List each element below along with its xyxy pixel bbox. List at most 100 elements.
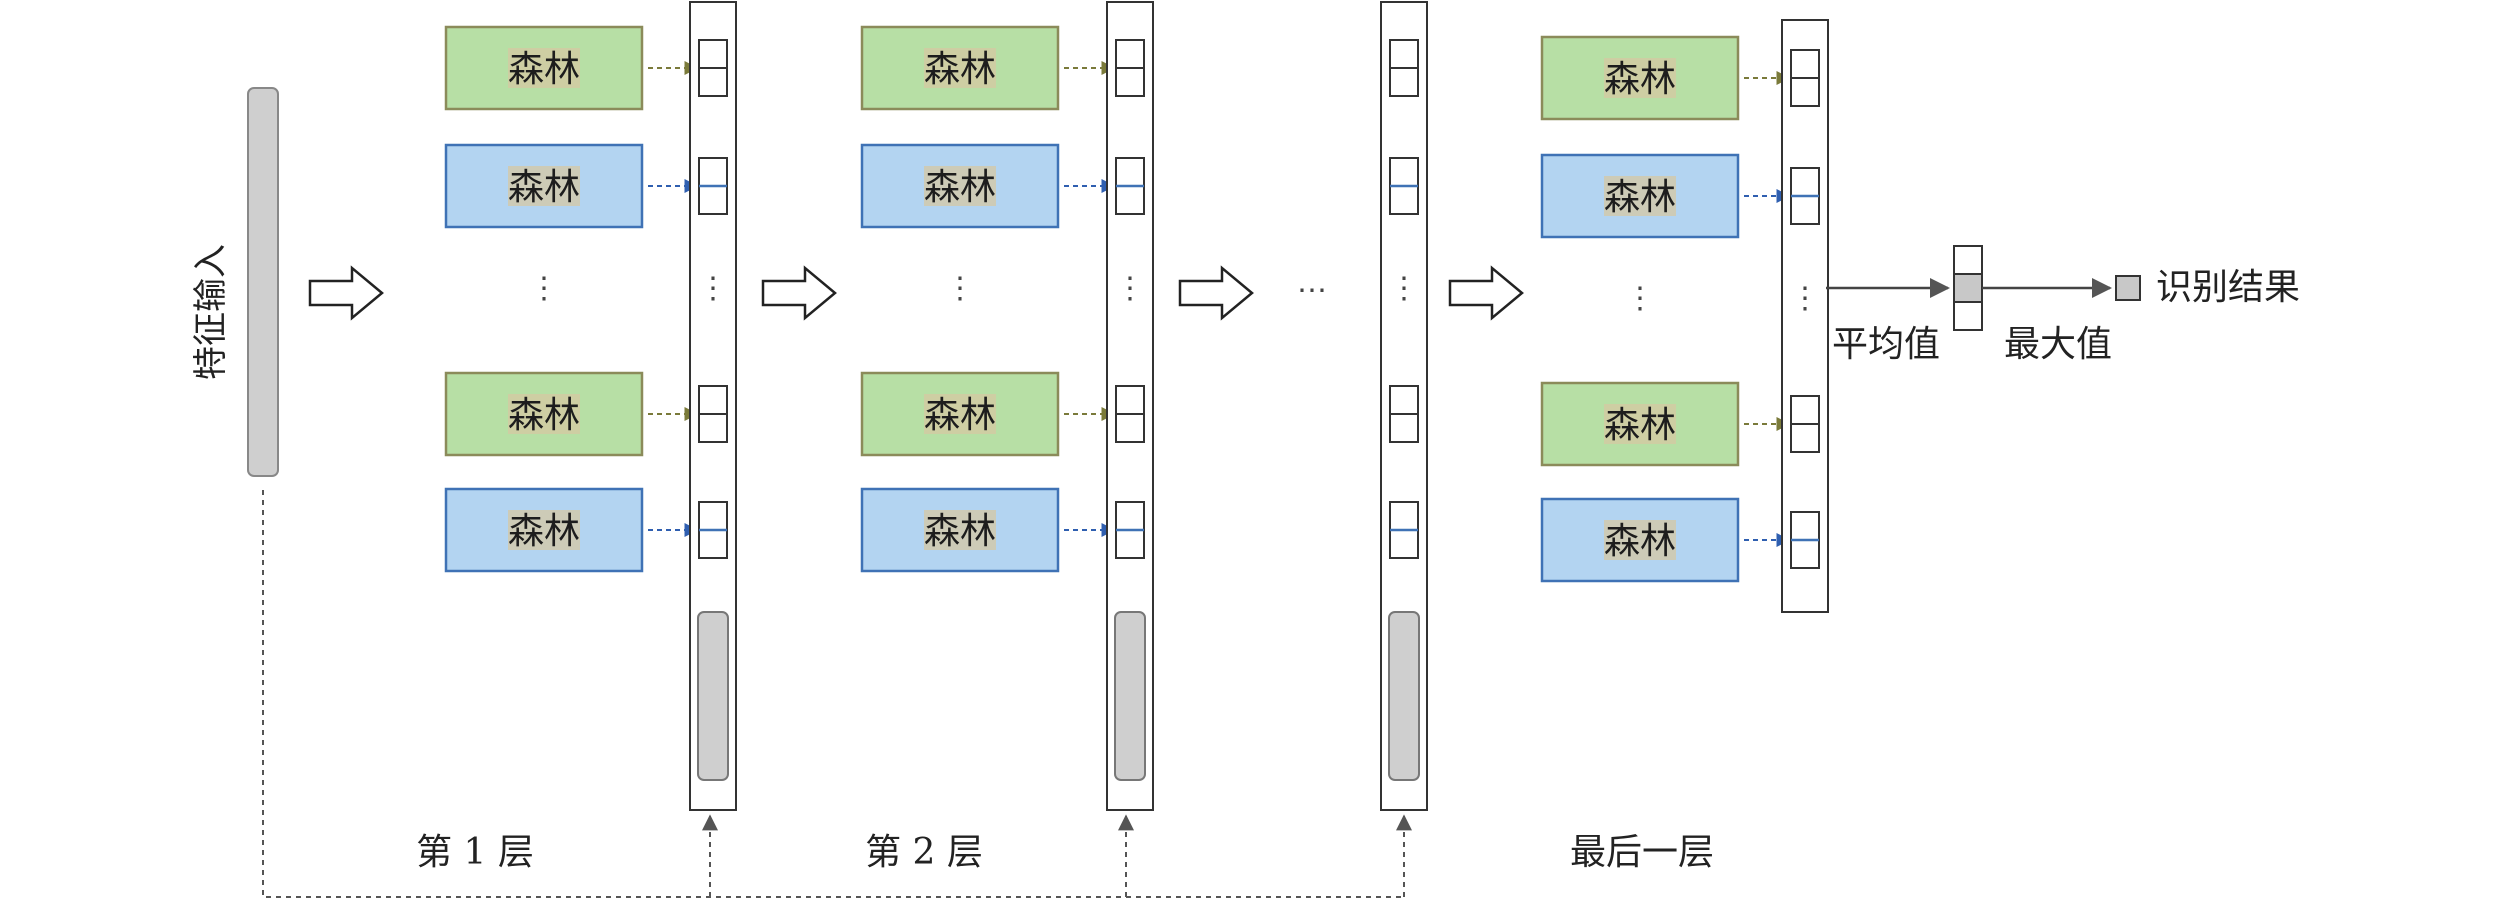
forest-label-highlight xyxy=(508,166,580,206)
class-vector-cell xyxy=(1115,413,1145,443)
class-vector-cell xyxy=(1790,167,1820,197)
forest-label: 森林 xyxy=(1604,521,1676,562)
hollow-arrow-2 xyxy=(761,265,837,321)
class-vector-cell xyxy=(1790,395,1820,425)
forest-3: 森林 xyxy=(860,371,1060,457)
forest-label: 森林 xyxy=(508,395,580,436)
class-vector-1 xyxy=(1389,39,1419,97)
class-vector-cell xyxy=(1115,157,1145,187)
class-vector-3 xyxy=(1389,385,1419,443)
forest-3: 森林 xyxy=(1540,381,1740,467)
avg-vector-top xyxy=(1953,245,1983,275)
class-vector-cell xyxy=(698,385,728,415)
forest-label-highlight xyxy=(508,394,580,434)
result-label: 识别结果 xyxy=(2156,267,2300,308)
class-vector-cell xyxy=(1115,185,1145,215)
forest-label: 森林 xyxy=(924,167,996,208)
class-vector-2 xyxy=(1790,167,1820,225)
class-vector-cell xyxy=(1790,77,1820,107)
class-vector-2 xyxy=(1389,157,1419,215)
forest-4: 森林 xyxy=(444,487,644,573)
forest-label: 森林 xyxy=(924,49,996,90)
class-vector-3 xyxy=(1790,395,1820,453)
class-vector-4 xyxy=(698,501,728,559)
class-vector-cell xyxy=(1790,195,1820,225)
forest-label-highlight xyxy=(1604,520,1676,560)
concat-column xyxy=(689,1,737,811)
aggregation-section xyxy=(1826,245,2141,331)
class-vector-cell xyxy=(1115,39,1145,69)
between-layers-ellipsis: ⋯ xyxy=(1297,273,1327,308)
forest-label-highlight xyxy=(508,510,580,550)
forest-1: 森林 xyxy=(860,25,1060,111)
class-vector-cell xyxy=(1790,423,1820,453)
forest-ellipsis: ⋮ xyxy=(529,271,559,306)
class-vector-4 xyxy=(1115,501,1145,559)
class-vector-cell xyxy=(1389,157,1419,187)
class-vector-cell xyxy=(1389,67,1419,97)
forest-label-highlight xyxy=(1604,404,1676,444)
forest-label: 森林 xyxy=(508,511,580,552)
layer-label-2: 第 2 层 xyxy=(865,832,983,873)
class-vector-3 xyxy=(1115,385,1145,443)
class-vector-cell xyxy=(1790,49,1820,79)
forest-ellipsis: ⋮ xyxy=(1625,281,1655,316)
class-vector-cell xyxy=(698,529,728,559)
forest-label: 森林 xyxy=(1604,59,1676,100)
input-copy-bar xyxy=(697,611,729,781)
result-square xyxy=(2115,275,2141,301)
class-vector-cell xyxy=(698,39,728,69)
column-ellipsis: ⋮ xyxy=(1790,281,1820,316)
max-label: 最大值 xyxy=(2004,324,2112,365)
layer-intermediate: ⋮ xyxy=(1380,1,1428,811)
column-ellipsis: ⋮ xyxy=(1389,271,1419,306)
forest-label-highlight xyxy=(924,48,996,88)
stage-arrows xyxy=(308,265,1524,321)
class-vector-cell xyxy=(698,67,728,97)
layer-label-last: 最后一层 xyxy=(1570,832,1714,873)
class-vector-cell xyxy=(1790,539,1820,569)
class-vector-1 xyxy=(1115,39,1145,97)
class-vector-cell xyxy=(1115,501,1145,531)
forest-label-highlight xyxy=(1604,58,1676,98)
column-ellipsis: ⋮ xyxy=(698,271,728,306)
hollow-arrow-3 xyxy=(1178,265,1254,321)
class-vector-3 xyxy=(698,385,728,443)
hollow-arrow-4 xyxy=(1448,265,1524,321)
class-vector-cell xyxy=(1389,529,1419,559)
feature-feedback-path xyxy=(262,490,1412,898)
class-vector-cell xyxy=(1389,385,1419,415)
column-ellipsis: ⋮ xyxy=(1115,271,1145,306)
class-vector-4 xyxy=(1790,511,1820,569)
forest-2: 森林 xyxy=(444,143,644,229)
hollow-arrow-1 xyxy=(308,265,384,321)
forest-1: 森林 xyxy=(444,25,644,111)
avg-label: 平均值 xyxy=(1832,324,1940,365)
forest-2: 森林 xyxy=(1540,153,1740,239)
avg-vector-bottom xyxy=(1953,301,1983,331)
forest-label-highlight xyxy=(924,166,996,206)
forest-label: 森林 xyxy=(1604,405,1676,446)
class-vector-cell xyxy=(1115,67,1145,97)
forest-4: 森林 xyxy=(860,487,1060,573)
forest-ellipsis: ⋮ xyxy=(945,271,975,306)
layer-label-1: 第 1 层 xyxy=(416,832,534,873)
feature-input-bar xyxy=(247,87,279,477)
class-vector-1 xyxy=(698,39,728,97)
forest-2: 森林 xyxy=(860,143,1060,229)
class-vector-cell xyxy=(1389,39,1419,69)
forest-label-highlight xyxy=(924,510,996,550)
class-vector-cell xyxy=(1115,385,1145,415)
forest-label-highlight xyxy=(1604,176,1676,216)
class-vector-1 xyxy=(1790,49,1820,107)
forest-4: 森林 xyxy=(1540,497,1740,583)
feature-input-label: 特征输入 xyxy=(191,244,231,380)
input-copy-bar xyxy=(1388,611,1420,781)
class-vector-cell xyxy=(1389,185,1419,215)
forest-1: 森林 xyxy=(1540,35,1740,121)
class-vector-cell xyxy=(1389,413,1419,443)
